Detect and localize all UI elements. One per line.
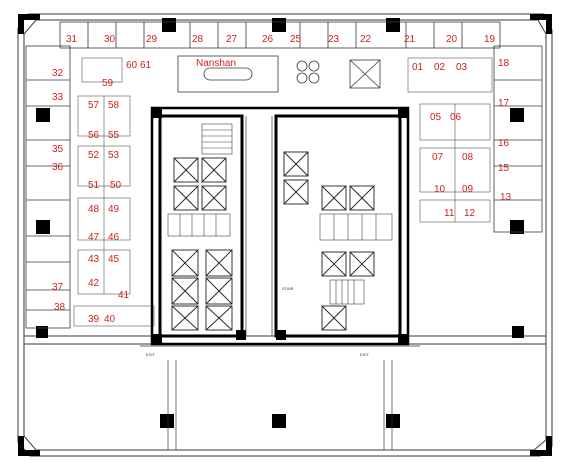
office-number: 39 — [88, 314, 100, 325]
office-number: 02 — [434, 62, 446, 73]
office-number: 43 — [88, 254, 100, 265]
exit-sign: EXIT — [360, 352, 369, 357]
office-number: 26 — [262, 34, 274, 45]
office-number: 32 — [52, 68, 64, 79]
office-number: 55 — [108, 130, 120, 141]
west-offices — [25, 45, 71, 329]
office-number: 50 — [110, 180, 122, 191]
corner-brackets — [18, 14, 552, 456]
office-number: 49 — [108, 204, 120, 215]
office-number: 40 — [104, 314, 116, 325]
office-number: 42 — [88, 278, 100, 289]
office-number: 57 — [88, 100, 100, 111]
office-number: 29 — [146, 34, 158, 45]
office-number: 23 — [328, 34, 340, 45]
north-offices — [59, 21, 501, 49]
nanshan-room — [177, 55, 381, 93]
office-number: 03 — [456, 62, 468, 73]
elevators — [171, 151, 375, 331]
office-number: 16 — [498, 138, 510, 149]
office-number: 12 — [464, 208, 476, 219]
office-number: 45 — [108, 254, 120, 265]
restrooms — [167, 213, 393, 241]
office-number: 05 — [430, 112, 442, 123]
office-number: 41 — [118, 290, 130, 301]
stairs — [201, 123, 365, 305]
office-number: 20 — [446, 34, 458, 45]
office-number: 06 — [450, 112, 462, 123]
columns — [36, 18, 524, 428]
office-number: 58 — [108, 100, 120, 111]
office-number: 36 — [52, 162, 64, 173]
office-number: 08 — [462, 152, 474, 163]
office-number: 35 — [52, 144, 64, 155]
exit-sign: EXIT — [146, 352, 155, 357]
office-number: 37 — [52, 282, 64, 293]
office-number: 47 — [88, 232, 100, 243]
office-number: 60 — [126, 60, 138, 71]
office-number: 13 — [500, 192, 512, 203]
office-number: 11 — [444, 208, 455, 219]
office-number: 56 — [88, 130, 100, 141]
office-number: 27 — [226, 34, 238, 45]
central-core — [150, 106, 410, 346]
office-number: 01 — [412, 62, 424, 73]
office-number: 10 — [434, 184, 446, 195]
office-numbers: 31 30 29 28 27 26 25 23 22 21 20 19 18 1… — [52, 34, 512, 325]
office-number: 31 — [66, 34, 78, 45]
office-number: 30 — [104, 34, 116, 45]
stair-sign: STAIR — [282, 286, 294, 291]
office-number: 17 — [498, 98, 510, 109]
room-label: Nanshan — [196, 58, 236, 69]
workstations — [73, 57, 493, 327]
office-number: 48 — [88, 204, 100, 215]
office-number: 61 — [140, 60, 152, 71]
office-number: 51 — [88, 180, 100, 191]
office-number: 46 — [108, 232, 120, 243]
office-number: 07 — [432, 152, 444, 163]
office-number: 15 — [498, 163, 510, 174]
east-offices — [493, 45, 543, 233]
office-number: 52 — [88, 150, 100, 161]
office-number: 38 — [54, 302, 66, 313]
office-number: 33 — [52, 92, 64, 103]
office-number: 22 — [360, 34, 372, 45]
office-number: 18 — [498, 58, 510, 69]
office-number: 09 — [462, 184, 474, 195]
office-number: 25 — [290, 34, 302, 45]
corridor — [140, 116, 420, 450]
office-number: 53 — [108, 150, 120, 161]
office-number: 59 — [102, 78, 114, 89]
office-number: 28 — [192, 34, 204, 45]
office-number: 21 — [404, 34, 416, 45]
office-number: 19 — [484, 34, 496, 45]
